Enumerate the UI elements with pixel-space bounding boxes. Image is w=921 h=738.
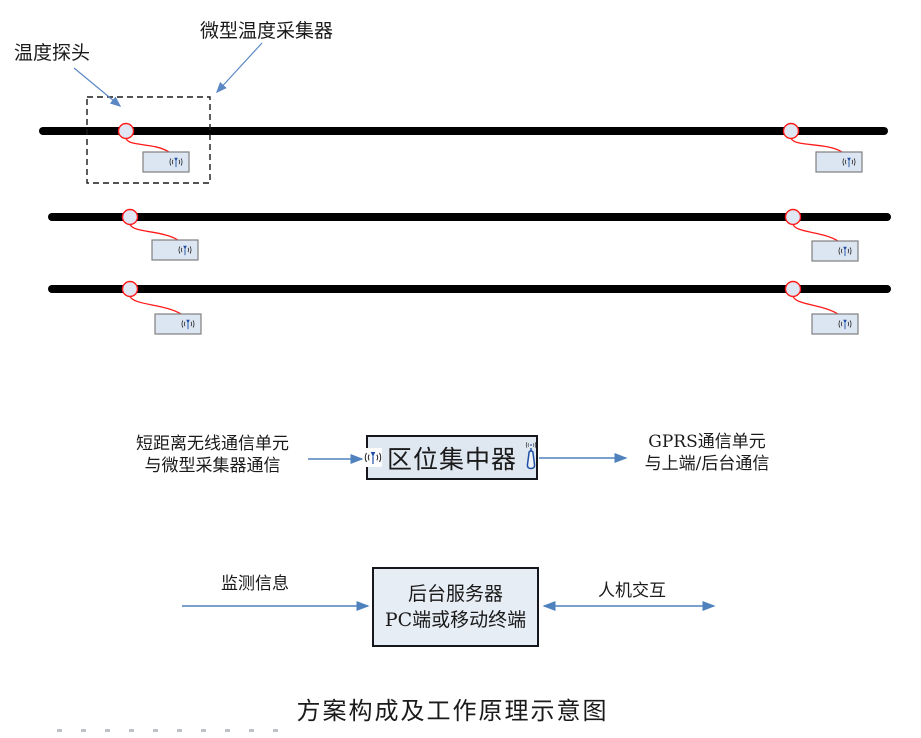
backend-server-line2: PC端或移动终端 xyxy=(384,609,527,631)
probe-wire xyxy=(792,295,839,315)
sensor-unit-1 xyxy=(117,122,190,173)
diagram-caption: 方案构成及工作原理示意图 xyxy=(296,697,609,725)
sensor-unit-6 xyxy=(784,280,859,335)
micro-collector-box xyxy=(154,313,202,335)
pipeline-rails xyxy=(39,127,891,293)
probe-wire xyxy=(129,223,179,241)
temperature-probe-circle xyxy=(117,122,135,140)
wireless-signal-icon xyxy=(838,319,852,330)
sensor-unit-2 xyxy=(782,122,863,173)
gprs-text-line1: GPRS通信单元 xyxy=(648,432,766,452)
backend-server-line1: 后台服务器 xyxy=(407,583,503,605)
sensor-unit-5 xyxy=(121,280,202,335)
micro-collector-box xyxy=(142,151,190,173)
temperature-probe-circle xyxy=(784,208,802,226)
wireless-signal-icon xyxy=(838,246,852,257)
micro-collector-box xyxy=(815,151,863,173)
wireless-signal-icon xyxy=(364,448,382,467)
wireless-signal-icon xyxy=(181,319,195,330)
zone-concentrator-label: 区位集中器 xyxy=(387,444,518,474)
temperature-probe-circle xyxy=(121,208,139,226)
probe-label: 温度探头 xyxy=(14,42,91,64)
temperature-probe-circle xyxy=(121,280,139,298)
wireless-signal-icon xyxy=(842,157,856,168)
collector-dashed-outline xyxy=(86,96,211,184)
zone-concentrator-box: 区位集中器 xyxy=(364,435,540,480)
sensor-units xyxy=(117,122,863,335)
gprs-text-line2: 与上端/后台通信 xyxy=(644,454,770,474)
probe-wire xyxy=(792,223,839,242)
short-range-text: 短距离无线通信单元 与微型采集器通信 xyxy=(125,433,300,477)
sensor-unit-3 xyxy=(121,208,199,261)
probe-wire xyxy=(125,137,170,153)
temperature-probe-circle xyxy=(782,122,800,140)
wireless-signal-icon xyxy=(178,245,192,256)
micro-collector-box xyxy=(811,313,859,335)
short-range-text-line2: 与微型采集器通信 xyxy=(144,456,281,476)
collector-label: 微型温度采集器 xyxy=(200,20,334,42)
probe-callout-arrow xyxy=(73,67,122,107)
probe-wire xyxy=(790,137,843,153)
short-range-text-line1: 短距离无线通信单元 xyxy=(136,434,289,454)
wireless-signal-icon xyxy=(169,157,183,168)
monitor-info-label: 监测信息 xyxy=(221,574,289,594)
micro-collector-box xyxy=(811,240,859,262)
probe-wire xyxy=(129,295,182,315)
hmi-label: 人机交互 xyxy=(598,581,666,601)
gprs-antenna-icon xyxy=(522,439,540,477)
temperature-probe-circle xyxy=(784,280,802,298)
backend-server-box: 后台服务器 PC端或移动终端 xyxy=(372,567,539,647)
sensor-unit-4 xyxy=(784,208,859,262)
micro-collector-box xyxy=(151,239,199,261)
collector-callout-arrow xyxy=(215,42,263,94)
clipped-text-fragment xyxy=(57,729,287,732)
gprs-text: GPRS通信单元 与上端/后台通信 xyxy=(627,431,787,475)
